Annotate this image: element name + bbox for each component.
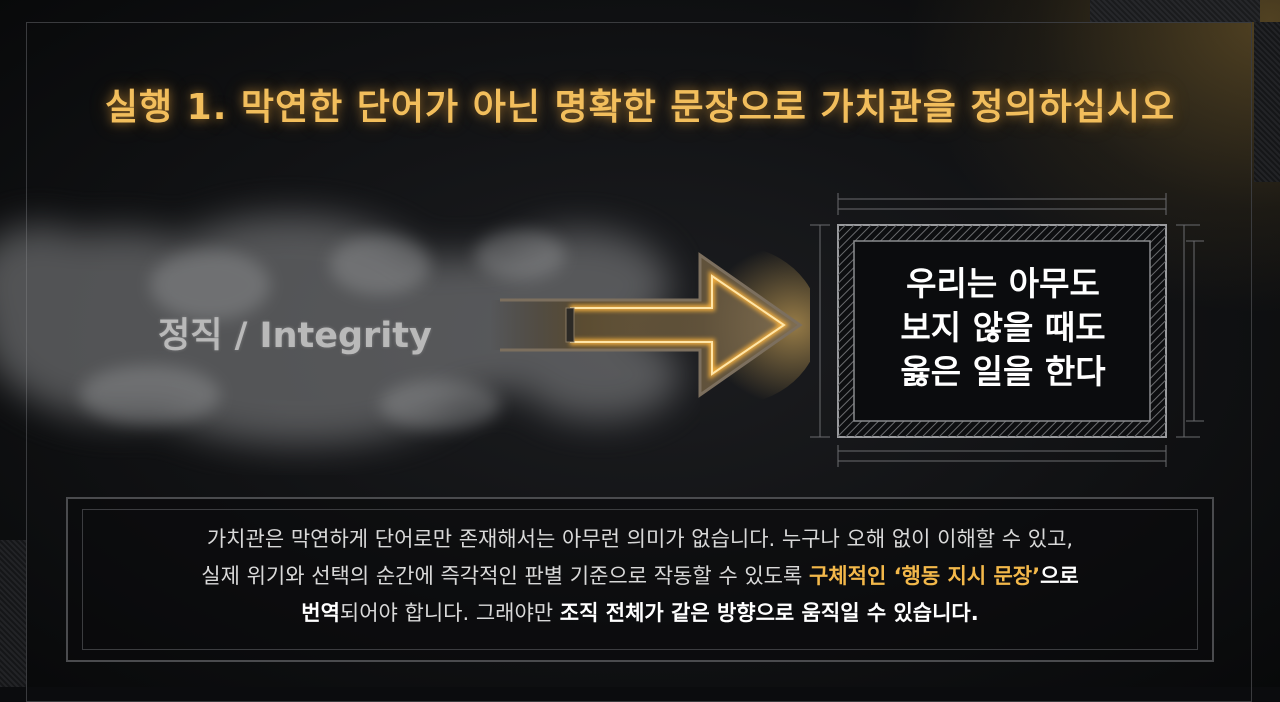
statement-line-3: 옳은 일을 한다 bbox=[900, 352, 1106, 391]
description-highlight-direction: 조직 전체가 같은 방향으로 움직일 수 있습니다. bbox=[559, 601, 979, 625]
statement-box-frame bbox=[810, 193, 1204, 467]
page-title: 실행 1. 막연한 단어가 아닌 명확한 문장으로 가치관을 정의하십시오 bbox=[104, 87, 1176, 128]
side-texture-right bbox=[1254, 22, 1280, 182]
description-line-2-text: 실제 위기와 선택의 순간에 즉각적인 판별 기준으로 작동할 수 있도록 bbox=[201, 564, 809, 588]
description-highlight-translate: 번역 bbox=[301, 601, 340, 625]
value-statement: 우리는 아무도 보지 않을 때도 옳은 일을 한다 bbox=[840, 262, 1166, 394]
description-inner-border bbox=[82, 509, 1198, 650]
description-line-2-suffix: 으로 bbox=[1040, 564, 1079, 588]
description-text: 가치관은 막연하게 단어로만 존재해서는 아무런 의미가 없습니다. 누구나 오… bbox=[70, 521, 1210, 632]
vague-word-label: 정직 / Integrity bbox=[158, 316, 432, 356]
description-line-2: 실제 위기와 선택의 순간에 즉각적인 판별 기준으로 작동할 수 있도록 구체… bbox=[70, 558, 1210, 595]
arrow-icon bbox=[490, 245, 810, 405]
description-line-1: 가치관은 막연하게 단어로만 존재해서는 아무런 의미가 없습니다. 누구나 오… bbox=[206, 527, 1074, 551]
side-texture-left bbox=[0, 540, 26, 687]
corner-texture bbox=[1090, 0, 1260, 22]
description-panel bbox=[66, 497, 1214, 662]
statement-line-2: 보지 않을 때도 bbox=[900, 308, 1106, 347]
description-line-3: 번역되어야 합니다. 그래야만 조직 전체가 같은 방향으로 움직일 수 있습니… bbox=[70, 595, 1210, 632]
smoke-cloud bbox=[0, 215, 680, 445]
statement-line-1: 우리는 아무도 bbox=[906, 264, 1100, 303]
description-highlight-action-sentence: 구체적인 ‘행동 지시 문장’ bbox=[808, 564, 1041, 588]
description-line-3-text: 되어야 합니다. 그래야만 bbox=[339, 601, 560, 625]
